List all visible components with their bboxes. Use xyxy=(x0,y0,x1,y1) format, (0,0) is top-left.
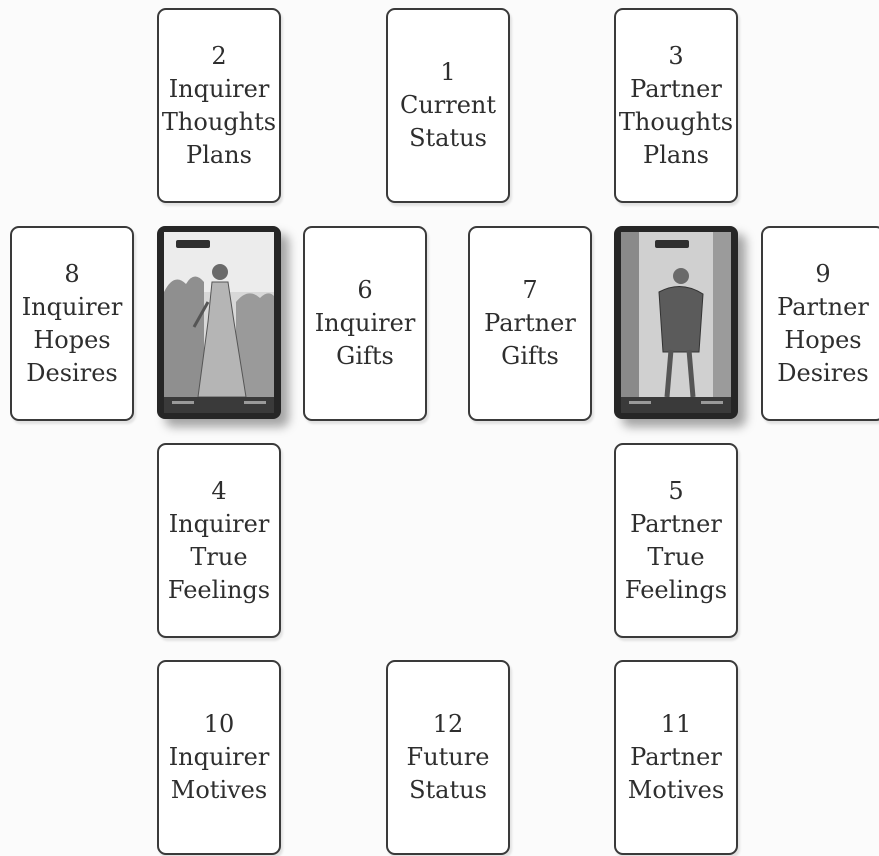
position-label-line: Thoughts xyxy=(618,107,734,136)
position-label-line: Partner xyxy=(630,743,722,771)
position-label-line: Motives xyxy=(170,776,268,804)
position-label-line: Gifts xyxy=(336,342,394,370)
position-card-12: 12 Future Status xyxy=(386,660,510,855)
position-number: 3 xyxy=(668,41,684,70)
tarot-card-knight-illustration xyxy=(621,232,731,413)
tarot-card-inquirer xyxy=(157,226,281,419)
position-label-line: Current xyxy=(399,91,497,119)
position-card-9: 9 Partner Hopes Desires xyxy=(761,226,879,421)
position-label-line: Desires xyxy=(777,358,869,387)
position-card-4: 4 Inquirer True Feelings xyxy=(157,443,281,638)
position-label-line: Desires xyxy=(26,358,118,387)
position-label-line: Inquirer xyxy=(168,509,270,538)
position-label-line: Feelings xyxy=(624,575,728,604)
position-label-line: Thoughts xyxy=(161,107,277,136)
position-label-line: Status xyxy=(409,124,487,152)
position-card-7: 7 Partner Gifts xyxy=(468,226,592,421)
position-label-line: Partner xyxy=(777,292,869,321)
position-label-line: Partner xyxy=(630,509,722,538)
position-label-line: Motives xyxy=(627,776,725,804)
position-number: 2 xyxy=(211,41,227,70)
position-label-line: True xyxy=(647,542,705,571)
position-number: 10 xyxy=(203,710,235,738)
position-number: 11 xyxy=(660,710,692,738)
position-label-line: Status xyxy=(409,776,487,804)
position-label-line: Future xyxy=(406,743,490,771)
position-card-2: 2 Inquirer Thoughts Plans xyxy=(157,8,281,203)
position-number: 8 xyxy=(64,259,80,288)
position-card-3: 3 Partner Thoughts Plans xyxy=(614,8,738,203)
position-number: 6 xyxy=(357,276,373,304)
position-card-8: 8 Inquirer Hopes Desires xyxy=(10,226,134,421)
position-card-10: 10 Inquirer Motives xyxy=(157,660,281,855)
position-label-line: Feelings xyxy=(167,575,271,604)
tarot-card-lady-illustration xyxy=(164,232,274,413)
position-label-line: Inquirer xyxy=(21,292,123,321)
position-label-line: Plans xyxy=(186,140,252,169)
position-label-line: Inquirer xyxy=(168,743,270,771)
position-label-line: Partner xyxy=(484,309,576,337)
position-number: 5 xyxy=(668,476,684,505)
position-label-line: Gifts xyxy=(501,342,559,370)
position-label-line: True xyxy=(190,542,248,571)
position-card-1: 1 Current Status xyxy=(386,8,510,203)
position-number: 7 xyxy=(522,276,538,304)
position-number: 1 xyxy=(440,58,456,86)
position-label-line: Plans xyxy=(643,140,709,169)
position-card-5: 5 Partner True Feelings xyxy=(614,443,738,638)
position-card-11: 11 Partner Motives xyxy=(614,660,738,855)
position-label-line: Hopes xyxy=(784,325,862,354)
position-label-line: Inquirer xyxy=(314,309,416,337)
position-card-6: 6 Inquirer Gifts xyxy=(303,226,427,421)
tarot-card-partner xyxy=(614,226,738,419)
position-label-line: Inquirer xyxy=(168,74,270,103)
position-number: 9 xyxy=(815,259,831,288)
position-label-line: Partner xyxy=(630,74,722,103)
position-number: 12 xyxy=(432,710,464,738)
position-number: 4 xyxy=(211,476,227,505)
position-label-line: Hopes xyxy=(33,325,111,354)
